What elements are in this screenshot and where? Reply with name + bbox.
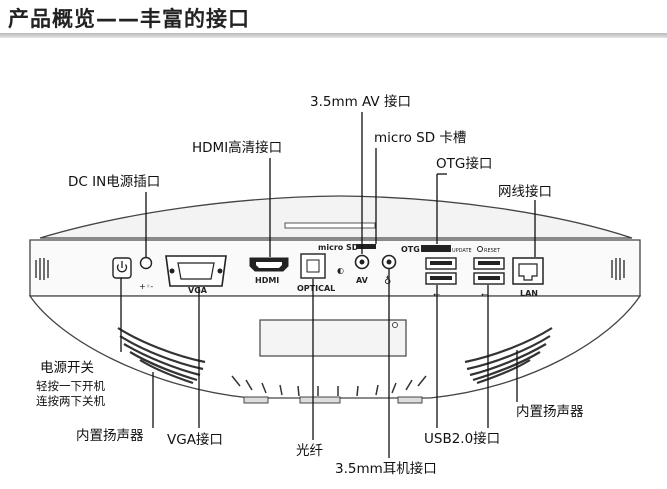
callout-power-note-2: 连按两下关机 xyxy=(36,394,105,408)
device-print-optical: OPTICAL xyxy=(297,284,335,293)
bottom-vents xyxy=(231,375,427,397)
callout-power-switch: 电源开关 xyxy=(40,360,94,376)
usb-icon-right: ⭠ xyxy=(481,290,488,300)
left-foot xyxy=(243,396,269,404)
center-foot xyxy=(299,396,341,404)
left-speaker-grille xyxy=(117,327,206,385)
device-print-reset: RESET xyxy=(484,248,501,254)
callout-speaker-right: 内置扬声器 xyxy=(516,404,584,420)
dc-polarity-mark: +◦- xyxy=(139,282,153,291)
callout-power-note-1: 轻按一下开机 xyxy=(36,379,105,393)
callout-optical: 光纤 xyxy=(296,443,323,459)
device-top-dome xyxy=(39,195,633,239)
callout-microsd-slot: micro SD 卡槽 xyxy=(374,130,467,146)
device-print-av: AV xyxy=(356,276,369,285)
dc-in-port xyxy=(139,256,153,270)
leader-lines xyxy=(120,112,536,458)
header-divider xyxy=(0,33,667,38)
power-icon xyxy=(116,261,128,273)
callout-otg-port: OTG接口 xyxy=(436,156,493,172)
header: 产品概览——丰富的接口 xyxy=(0,0,667,40)
device-print-vga: VGA xyxy=(188,286,208,295)
device-print-lan: LAN xyxy=(520,289,538,298)
earphone-icon: ♁ xyxy=(384,275,391,287)
left-rib-vent xyxy=(35,258,49,280)
device-print-update: UPDATE xyxy=(452,248,472,254)
callout-vga-port: VGA接口 xyxy=(167,432,223,448)
micro-sd-slot xyxy=(356,244,376,249)
otg-port xyxy=(421,245,451,252)
bottom-panel xyxy=(259,319,407,357)
right-rib-vent xyxy=(611,258,625,280)
callout-earphone-port: 3.5mm耳机接口 xyxy=(335,461,437,477)
reset-hole xyxy=(477,246,483,252)
right-foot xyxy=(397,396,423,404)
callout-lan-port: 网线接口 xyxy=(498,184,552,200)
callout-av-port: 3.5mm AV 接口 xyxy=(310,94,411,110)
optical-indicator: ◐ xyxy=(337,266,344,275)
device-print-microsd: micro SD xyxy=(318,243,359,252)
right-speaker-grille xyxy=(464,327,553,385)
callout-dc-in: DC IN电源插口 xyxy=(68,174,161,190)
device-top-slot xyxy=(284,222,376,229)
device-print-otg: OTG xyxy=(401,245,420,254)
page-title: 产品概览——丰富的接口 xyxy=(8,7,250,31)
callout-hdmi-port: HDMI高清接口 xyxy=(192,140,283,156)
callout-usb-ports: USB2.0接口 xyxy=(424,431,501,447)
device-print-hdmi: HDMI xyxy=(255,276,279,285)
callout-speaker-left: 内置扬声器 xyxy=(76,428,144,444)
